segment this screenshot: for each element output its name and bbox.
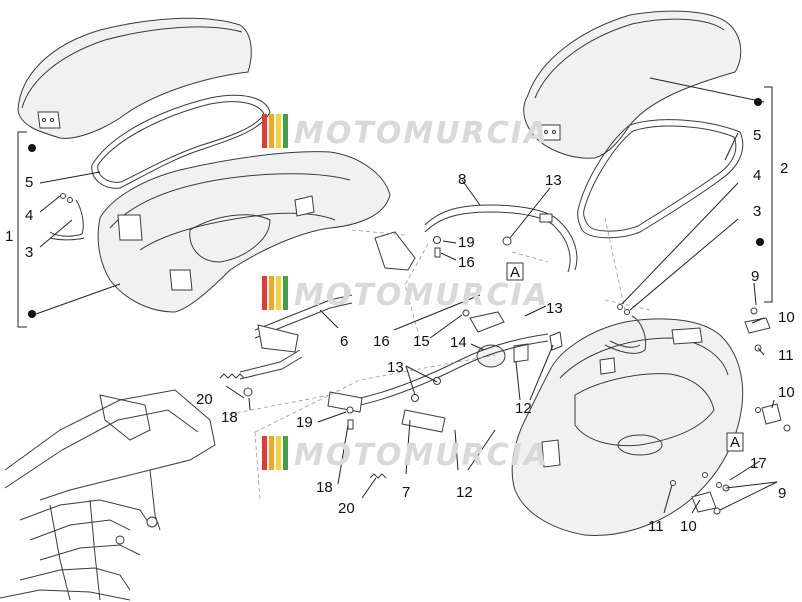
callout-16: 16 [373, 333, 390, 350]
leader-lines [35, 77, 778, 514]
callout-13: 13 [387, 359, 404, 376]
callout-3: 3 [25, 244, 33, 261]
callout-10: 10 [778, 384, 795, 401]
left-release-cable [49, 193, 85, 241]
grab-rail [424, 204, 578, 273]
callout-6: 6 [340, 333, 348, 350]
callout-5: 5 [25, 174, 33, 191]
view-a-marker-top: A [506, 262, 524, 281]
callout-19: 19 [296, 414, 313, 431]
callout-14: 14 [450, 334, 467, 351]
callout-labels: 1 2 3 3 4 4 5 5 6 7 8 9 9 10 10 10 11 11… [5, 127, 795, 535]
right-lid-gasket [577, 119, 744, 239]
callout-12: 12 [456, 484, 473, 501]
callout-13: 13 [545, 172, 562, 189]
center-spring [369, 473, 387, 479]
left-bushing [243, 387, 253, 397]
watermark-brand-text: MOTOMURCIA [294, 278, 549, 313]
bracket-group-1 [17, 131, 36, 328]
callout-19: 19 [458, 234, 475, 251]
callout-4: 4 [753, 167, 761, 184]
left-case-lid [17, 17, 252, 139]
callout-11: 11 [778, 347, 794, 364]
callout-7: 7 [402, 484, 410, 501]
callout-17: 17 [750, 455, 767, 472]
left-lid-gasket [91, 94, 271, 189]
callout-5: 5 [753, 127, 761, 144]
view-a-label: A [510, 264, 520, 281]
right-release-cable [604, 304, 647, 354]
callout-10: 10 [680, 518, 697, 535]
callout-16: 16 [458, 254, 475, 271]
callout-11: 11 [648, 518, 664, 535]
callout-2: 2 [780, 160, 788, 177]
right-mounting-hardware [670, 307, 791, 515]
callout-20: 20 [338, 500, 355, 517]
watermark-top: MOTOMURCIA [262, 114, 549, 151]
motorcycle-frame [0, 389, 216, 601]
left-carrier-bracket [239, 231, 416, 380]
callout-15: 15 [413, 333, 430, 350]
right-case-body [511, 318, 744, 536]
callout-8: 8 [458, 171, 466, 188]
watermark-brand-text: MOTOMURCIA [294, 438, 549, 473]
watermark-bottom: MOTOMURCIA [262, 436, 549, 473]
callout-3: 3 [753, 203, 761, 220]
watermark-middle: MOTOMURCIA [262, 276, 549, 313]
watermark-stripes [262, 276, 288, 310]
callout-12: 12 [515, 400, 532, 417]
left-case-body [97, 151, 391, 313]
view-a-label-2: A [730, 434, 740, 451]
callout-9: 9 [751, 268, 759, 285]
middle-hardware [433, 236, 563, 368]
view-a-marker-right: A [726, 432, 744, 452]
callout-20: 20 [196, 391, 213, 408]
callout-18: 18 [221, 409, 238, 426]
lower-carrier-rail [327, 333, 549, 433]
callout-4: 4 [25, 207, 33, 224]
watermark-brand-text: MOTOMURCIA [294, 116, 549, 151]
callout-18: 18 [316, 479, 333, 496]
left-spring [219, 373, 245, 379]
watermark-stripes [262, 114, 288, 148]
callout-10: 10 [778, 309, 795, 326]
callout-13: 13 [546, 300, 563, 317]
watermark-stripes [262, 436, 288, 470]
right-case-lid [523, 10, 742, 159]
callout-9: 9 [778, 485, 786, 502]
callout-1: 1 [5, 228, 13, 245]
bracket-group-2 [754, 86, 773, 303]
